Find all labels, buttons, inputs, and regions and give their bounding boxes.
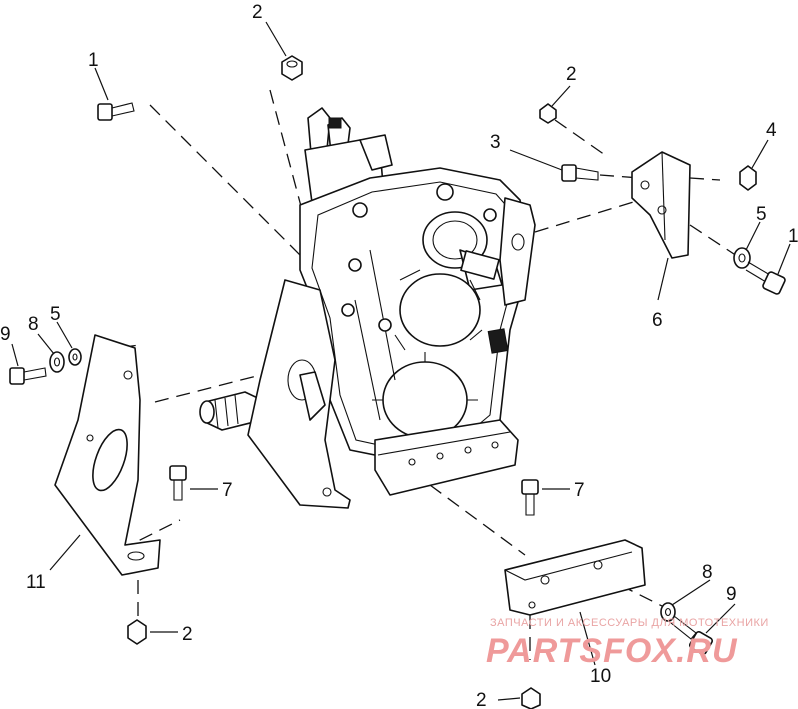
bolt-icon — [670, 615, 713, 655]
gearcase-assembly — [199, 107, 536, 461]
bolt-icon — [521, 479, 539, 516]
watermark: ЗАПЧАСТИ И АКСЕССУАРЫ ДЛЯ МОТОТЕХНИКИ PA… — [486, 617, 769, 670]
callout-6: 6 — [652, 310, 663, 331]
callout-3: 3 — [490, 132, 501, 153]
callout-2-bottom-left: 2 — [182, 624, 193, 645]
washer-icon — [660, 602, 676, 622]
bracket-6 — [631, 151, 691, 259]
nut-icon — [127, 619, 147, 645]
bolt-icon — [561, 164, 599, 182]
bracket-10 — [504, 539, 646, 616]
callout-4: 4 — [766, 120, 777, 141]
watermark-brand: PARTSFOX.RU — [486, 632, 738, 670]
washer-icon — [68, 348, 82, 366]
hardware — [9, 55, 786, 709]
callout-1-top: 1 — [88, 50, 99, 71]
callout-2-top: 2 — [252, 2, 263, 23]
callout-2-bottom: 2 — [476, 690, 487, 709]
callout-5-right: 5 — [756, 204, 767, 225]
callout-5-left: 5 — [50, 304, 61, 325]
washer-icon — [733, 247, 751, 269]
watermark-tagline: ЗАПЧАСТИ И АКСЕССУАРЫ ДЛЯ МОТОТЕХНИКИ — [490, 617, 769, 629]
callout-8-left: 8 — [28, 314, 39, 335]
washer-icon — [49, 351, 65, 373]
bracket-11 — [54, 334, 161, 576]
callout-9-left: 9 — [0, 324, 11, 345]
callout-1-right: 1 — [788, 226, 798, 247]
nut-icon — [739, 165, 757, 191]
nut-icon — [281, 55, 303, 81]
front-mount-bracket — [247, 279, 351, 509]
callout-7-right: 7 — [574, 480, 585, 501]
callout-7-left: 7 — [222, 480, 233, 501]
bolt-icon — [9, 367, 47, 385]
callout-2-right: 2 — [566, 64, 577, 85]
lower-case-bracket — [374, 419, 519, 496]
bolt-icon — [169, 465, 187, 501]
nut-icon — [521, 687, 541, 709]
callout-10: 10 — [590, 666, 611, 687]
bolt-icon — [97, 102, 135, 121]
nut-icon — [539, 103, 557, 124]
callout-11: 11 — [26, 572, 46, 593]
callout-8-bottom: 8 — [702, 562, 713, 583]
bolt-icon — [745, 261, 786, 295]
leader-lines — [11, 21, 791, 701]
callout-9-bottom: 9 — [726, 584, 737, 605]
